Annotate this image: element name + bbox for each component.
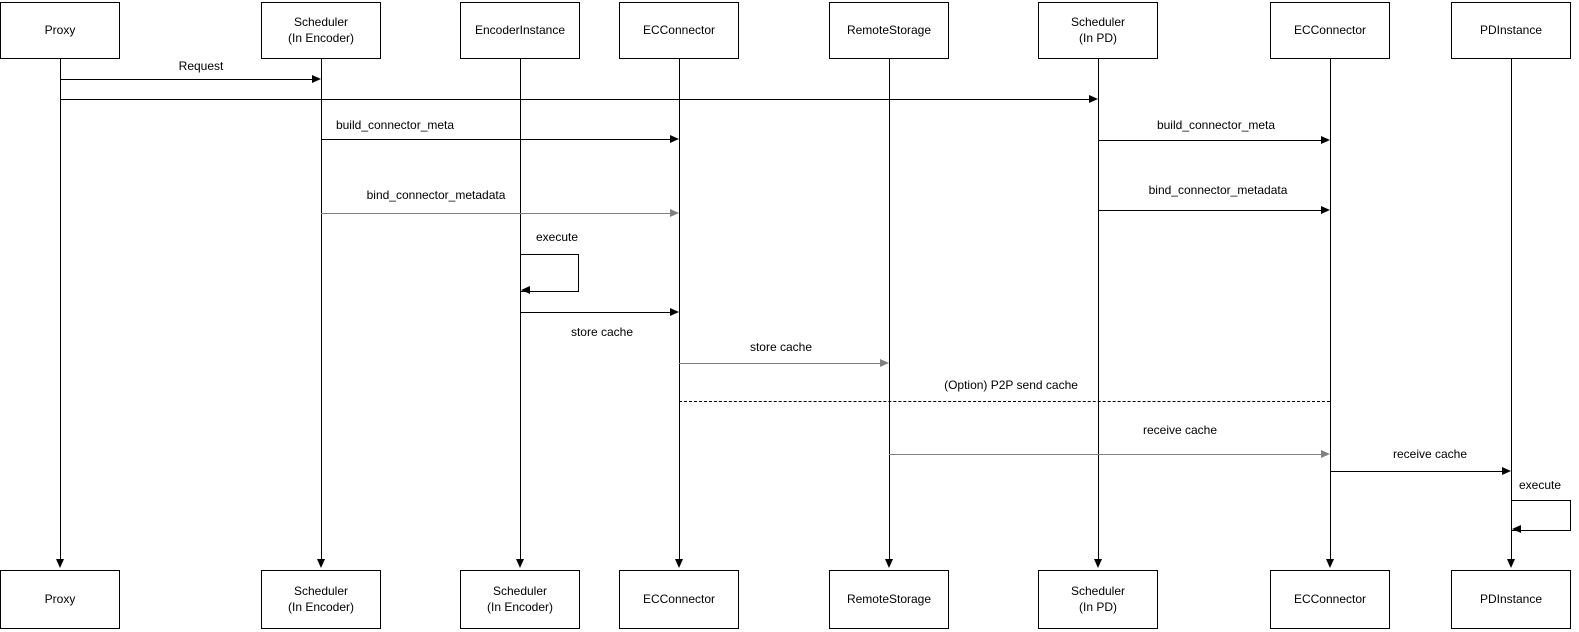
participant-name: Proxy xyxy=(44,591,76,606)
participant-bottom-scheduler-encoder: Scheduler(In Encoder) xyxy=(261,570,381,629)
message-label-p2p-send-cache: (Option) P2P send cache xyxy=(944,378,1078,392)
message-line-store-cache-to-connector xyxy=(520,312,670,313)
message-line-build-connector-meta-pd xyxy=(1098,140,1321,141)
lifeline-end-arrow-icon xyxy=(1094,559,1102,568)
participant-name: Scheduler xyxy=(1070,583,1126,598)
participant-name: Scheduler xyxy=(293,583,349,598)
message-line-bind-connector-metadata-pd xyxy=(1098,210,1321,211)
participant-name: ECConnector xyxy=(642,591,716,606)
message-label-execute-pd: execute xyxy=(1518,478,1562,492)
participant-name: Scheduler xyxy=(293,14,349,29)
participant-name: ECConnector xyxy=(1293,22,1367,37)
participant-bottom-scheduler-pd: Scheduler(In PD) xyxy=(1038,570,1158,629)
message-label-bind-connector-metadata-encoder: bind_connector_metadata xyxy=(366,188,506,202)
message-line-receive-cache-from-remote xyxy=(889,454,1321,455)
message-line-receive-cache-to-pd xyxy=(1330,471,1502,472)
lifeline-scheduler-pd xyxy=(1098,58,1099,559)
participant-name: RemoteStorage xyxy=(846,22,932,37)
participant-name: Proxy xyxy=(44,22,76,37)
message-label-build-connector-meta-encoder: build_connector_meta xyxy=(335,118,455,132)
participant-name: ECConnector xyxy=(1293,591,1367,606)
arrowhead-right-icon xyxy=(312,75,321,83)
participant-top-ecconnector-encoder: ECConnector xyxy=(619,2,739,59)
participant-top-pdinstance: PDInstance xyxy=(1451,2,1571,59)
lifeline-remotestorage xyxy=(889,58,890,559)
arrowhead-left-icon xyxy=(1512,525,1521,533)
lifeline-end-arrow-icon xyxy=(675,559,683,568)
message-label-request: Request xyxy=(178,59,224,73)
lifeline-end-arrow-icon xyxy=(516,559,524,568)
participant-top-proxy: Proxy xyxy=(0,2,120,59)
lifeline-end-arrow-icon xyxy=(885,559,893,568)
lifeline-end-arrow-icon xyxy=(1326,559,1334,568)
participant-name: RemoteStorage xyxy=(846,591,932,606)
arrowhead-right-icon xyxy=(1502,467,1511,475)
participant-bottom-scheduler-encoder-2: Scheduler(In Encoder) xyxy=(460,570,580,629)
participant-name: Scheduler xyxy=(1070,14,1126,29)
message-line-request xyxy=(60,79,312,80)
participant-top-ecconnector-pd: ECConnector xyxy=(1270,2,1390,59)
message-line-proxy-to-scheduler-pd xyxy=(60,99,1089,100)
lifeline-ecconnector-pd xyxy=(1330,58,1331,559)
lifeline-end-arrow-icon xyxy=(56,559,64,568)
participant-name: PDInstance xyxy=(1479,22,1543,37)
message-line-bind-connector-metadata-encoder xyxy=(321,213,670,214)
participant-bottom-remotestorage: RemoteStorage xyxy=(829,570,949,629)
arrowhead-left-icon xyxy=(521,286,530,294)
lifeline-scheduler-encoder xyxy=(321,58,322,559)
message-line-store-cache-to-remote xyxy=(679,363,880,364)
participant-name: ECConnector xyxy=(642,22,716,37)
participant-name: PDInstance xyxy=(1479,591,1543,606)
arrowhead-right-icon xyxy=(1321,206,1330,214)
message-label-execute-encoder: execute xyxy=(535,230,579,244)
message-label-store-cache-to-remote: store cache xyxy=(749,340,813,354)
message-line-p2p-send-cache xyxy=(679,401,1330,402)
participant-top-scheduler-pd: Scheduler(In PD) xyxy=(1038,2,1158,59)
arrowhead-right-icon xyxy=(880,359,889,367)
participant-top-scheduler-encoder: Scheduler(In Encoder) xyxy=(261,2,381,59)
participant-bottom-proxy: Proxy xyxy=(0,570,120,629)
lifeline-proxy xyxy=(60,58,61,559)
message-label-receive-cache-to-pd: receive cache xyxy=(1392,447,1468,461)
participant-bottom-pdinstance: PDInstance xyxy=(1451,570,1571,629)
message-label-receive-cache-from-remote: receive cache xyxy=(1142,423,1218,437)
participant-bottom-ecconnector-encoder: ECConnector xyxy=(619,570,739,629)
participant-bottom-ecconnector-pd: ECConnector xyxy=(1270,570,1390,629)
arrowhead-right-icon xyxy=(670,308,679,316)
arrowhead-right-icon xyxy=(670,135,679,143)
message-line-build-connector-meta-encoder xyxy=(321,139,670,140)
arrowhead-right-icon xyxy=(1089,95,1098,103)
message-label-bind-connector-metadata-pd: bind_connector_metadata xyxy=(1148,183,1288,197)
arrowhead-right-icon xyxy=(670,209,679,217)
participant-name: Scheduler xyxy=(492,583,548,598)
participant-subname: (In Encoder) xyxy=(287,30,355,45)
participant-subname: (In Encoder) xyxy=(486,599,554,614)
self-loop-execute-encoder xyxy=(520,254,579,292)
participant-name: EncoderInstance xyxy=(474,22,566,37)
participant-subname: (In PD) xyxy=(1078,599,1117,614)
lifeline-pdinstance xyxy=(1511,58,1512,559)
self-loop-execute-pd xyxy=(1511,500,1571,531)
participant-top-remotestorage: RemoteStorage xyxy=(829,2,949,59)
lifeline-end-arrow-icon xyxy=(1507,559,1515,568)
lifeline-ecconnector-encoder xyxy=(679,58,680,559)
participant-subname: (In PD) xyxy=(1078,30,1117,45)
message-label-build-connector-meta-pd: build_connector_meta xyxy=(1156,118,1276,132)
participant-subname: (In Encoder) xyxy=(287,599,355,614)
message-label-store-cache-to-connector: store cache xyxy=(570,325,634,339)
arrowhead-right-icon xyxy=(1321,136,1330,144)
lifeline-encoderinstance xyxy=(520,58,521,559)
lifeline-end-arrow-icon xyxy=(317,559,325,568)
arrowhead-right-icon xyxy=(1321,450,1330,458)
participant-top-encoderinstance: EncoderInstance xyxy=(460,2,580,59)
